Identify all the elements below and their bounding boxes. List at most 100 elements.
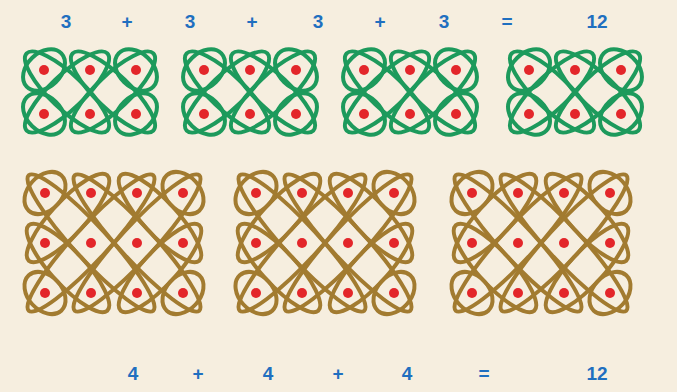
kolam-loop [221,41,325,143]
kolam-dot [251,188,261,198]
kolam-dot [616,65,626,75]
kolam-loop [227,164,377,322]
kolam-dot [467,188,477,198]
kolam-pattern [443,164,639,322]
kolam-dot [405,65,415,75]
kolam-dot [359,65,369,75]
kolam-loop [592,85,650,143]
kolam-dot [86,288,96,298]
kolam-dot [245,109,255,119]
kolam-dot [132,238,142,248]
kolam-dot [40,188,50,198]
kolam-loop [108,214,212,322]
kolam-loop [335,41,439,143]
kolam-loop [267,85,325,143]
kolam-loop [443,164,593,322]
kolam-dot [251,238,261,248]
kolam-loop [443,164,593,322]
number-label: 3 [313,11,324,33]
number-label: 3 [61,11,72,33]
kolam-pattern [15,41,165,143]
kolam-loop [365,264,423,322]
operator-label: + [192,363,203,385]
kolam-loop [500,41,604,143]
kolam-dot [251,288,261,298]
kolam-dot [178,238,188,248]
kolam-dot [605,188,615,198]
kolam-loop [319,164,423,272]
kolam-pattern [175,41,325,143]
kolam-loop [443,164,501,222]
kolam-loop [581,264,639,322]
operator-label: + [332,363,343,385]
kolam-loop [221,41,325,143]
kolam-dot [467,238,477,248]
kolam-dot [132,188,142,198]
kolam-loop [273,164,423,322]
kolam-loop [154,264,212,322]
kolam-dot [467,288,477,298]
kolam-dot [513,288,523,298]
kolam-dot [199,109,209,119]
kolam-dot [559,238,569,248]
kolam-loop [16,164,74,222]
kolam-dot [524,65,534,75]
number-label: 3 [439,11,450,33]
kolam-loop [15,41,119,143]
kolam-dot [40,288,50,298]
kolam-dot [85,109,95,119]
kolam-dot [86,238,96,248]
kolam-loop [16,164,166,322]
kolam-dot [199,65,209,75]
kolam-dot [570,65,580,75]
kolam-loop [175,41,279,143]
kolam-loop [489,164,639,322]
kolam-dot [389,188,399,198]
kolam-dot [86,188,96,198]
kolam-loop [15,41,119,143]
kolam-dot [513,188,523,198]
kolam-dot [178,188,188,198]
kolam-loop [335,41,439,143]
kolam-loop [61,41,165,143]
kolam-dot [39,65,49,75]
kolam-loop [107,85,165,143]
kolam-dot [85,65,95,75]
kolam-pattern [16,164,212,322]
operator-label: = [501,11,512,33]
kolam-dot [297,238,307,248]
kolam-dot [389,288,399,298]
kolam-loop [546,41,650,143]
kolam-dot [451,65,461,75]
operator-label: + [374,11,385,33]
kolam-dot [131,109,141,119]
kolam-loop [500,41,604,143]
kolam-dot [39,109,49,119]
kolam-loop [546,41,650,143]
operator-label: + [121,11,132,33]
number-label: 4 [402,363,413,385]
kolam-dot [245,65,255,75]
kolam-dot [389,238,399,248]
kolam-loop [273,164,423,322]
kolam-dot [343,188,353,198]
kolam-loop [427,85,485,143]
kolam-loop [227,164,285,222]
kolam-dot [570,109,580,119]
kolam-loop [535,164,639,272]
kolam-loop [489,164,639,322]
operator-label: + [246,11,257,33]
number-label: 3 [185,11,196,33]
kolam-dot [132,288,142,298]
operator-label: = [478,363,489,385]
kolam-dot [405,109,415,119]
kolam-loop [319,214,423,322]
kolam-dot [178,288,188,298]
kolam-pattern [500,41,650,143]
kolam-dot [291,65,301,75]
kolam-dot [297,188,307,198]
kolam-dot [131,65,141,75]
kolam-pattern [227,164,423,322]
